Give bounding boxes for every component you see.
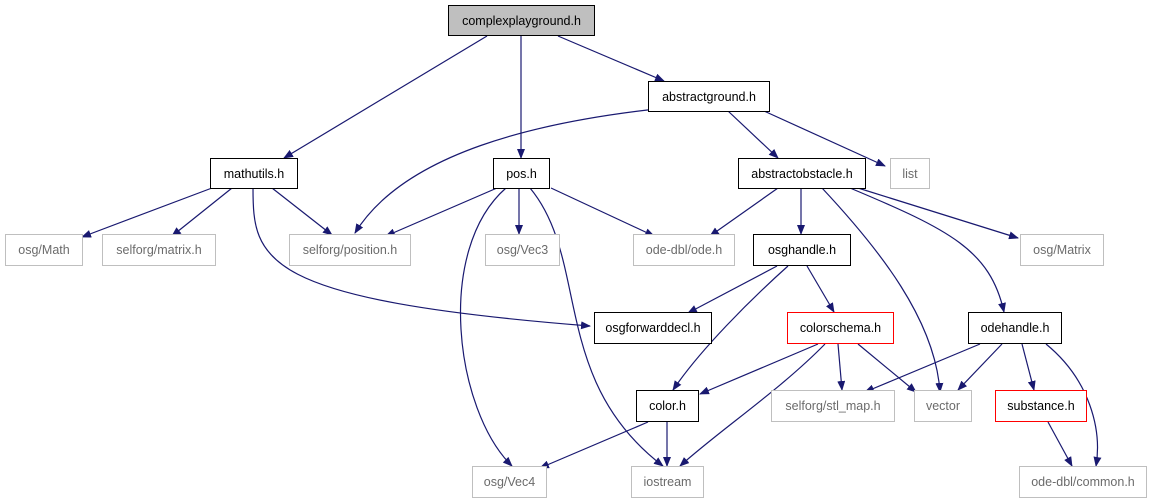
edge-pos-osg-vec4	[460, 187, 513, 467]
edge-pos-iostream	[529, 187, 664, 467]
edge-pos-ode-dbl-ode	[550, 187, 655, 237]
edge-abstractground-selforg-position	[354, 108, 657, 234]
node-osghandle[interactable]: osghandle.h	[753, 234, 851, 266]
edge-colorschema-color	[699, 343, 819, 395]
edge-complexplayground-mathutils	[283, 35, 488, 159]
node-selforg-position: selforg/position.h	[289, 234, 411, 266]
edge-colorschema-iostream	[679, 343, 826, 467]
edge-substance-ode-dbl-common	[1047, 421, 1073, 467]
edge-complexplayground-abstractground	[557, 35, 665, 82]
edge-abstractground-abstractobstacle	[727, 110, 779, 159]
edge-colorschema-selforg-stl-map	[837, 343, 846, 391]
node-vector: vector	[914, 390, 972, 422]
edge-abstractobstacle-osg-matrix	[857, 187, 1019, 240]
node-ode-dbl-common: ode-dbl/common.h	[1019, 466, 1147, 498]
node-selforg-matrix: selforg/matrix.h	[102, 234, 216, 266]
edge-osghandle-colorschema	[806, 265, 835, 313]
node-mathutils[interactable]: mathutils.h	[210, 158, 298, 189]
node-osg-matrix: osg/Matrix	[1020, 234, 1104, 266]
node-abstractobstacle[interactable]: abstractobstacle.h	[738, 158, 866, 189]
edge-colorschema-vector	[857, 343, 917, 393]
node-osg-vec4: osg/Vec4	[472, 466, 547, 498]
edge-odehandle-vector	[957, 343, 1003, 391]
node-selforg-stl-map: selforg/stl_map.h	[771, 390, 895, 422]
edge-abstractobstacle-odehandle	[849, 187, 1006, 313]
node-osg-math: osg/Math	[5, 234, 83, 266]
edge-pos-selforg-position	[385, 187, 498, 237]
node-ode-dbl-ode: ode-dbl/ode.h	[633, 234, 735, 266]
node-abstractground[interactable]: abstractground.h	[648, 81, 770, 112]
node-complexplayground[interactable]: complexplayground.h	[448, 5, 595, 36]
node-osg-vec3: osg/Vec3	[485, 234, 560, 266]
edge-abstractobstacle-ode-dbl-ode	[709, 187, 779, 237]
edge-odehandle-substance	[1021, 343, 1036, 391]
edge-osghandle-osgforwarddecl	[687, 265, 778, 314]
edge-mathutils-selforg-matrix	[171, 187, 233, 237]
node-pos[interactable]: pos.h	[493, 158, 550, 189]
node-substance[interactable]: substance.h	[995, 390, 1087, 422]
edge-abstractground-list	[763, 110, 886, 167]
edge-osghandle-color	[672, 265, 789, 391]
edge-odehandle-ode-dbl-common	[1045, 343, 1102, 467]
edge-mathutils-osg-math	[81, 187, 213, 238]
edge-color-osg-vec4	[539, 421, 649, 469]
edge-mathutils-osgforwarddecl	[252, 187, 591, 330]
node-colorschema[interactable]: colorschema.h	[787, 312, 894, 344]
node-color[interactable]: color.h	[636, 390, 699, 422]
node-iostream: iostream	[631, 466, 704, 498]
edge-abstractobstacle-vector	[821, 187, 944, 393]
edge-mathutils-selforg-position	[271, 187, 333, 236]
node-list: list	[890, 158, 930, 189]
edge-odehandle-selforg-stl-map	[864, 343, 981, 393]
node-odehandle[interactable]: odehandle.h	[968, 312, 1062, 344]
node-osgforwarddecl[interactable]: osgforwarddecl.h	[594, 312, 712, 344]
